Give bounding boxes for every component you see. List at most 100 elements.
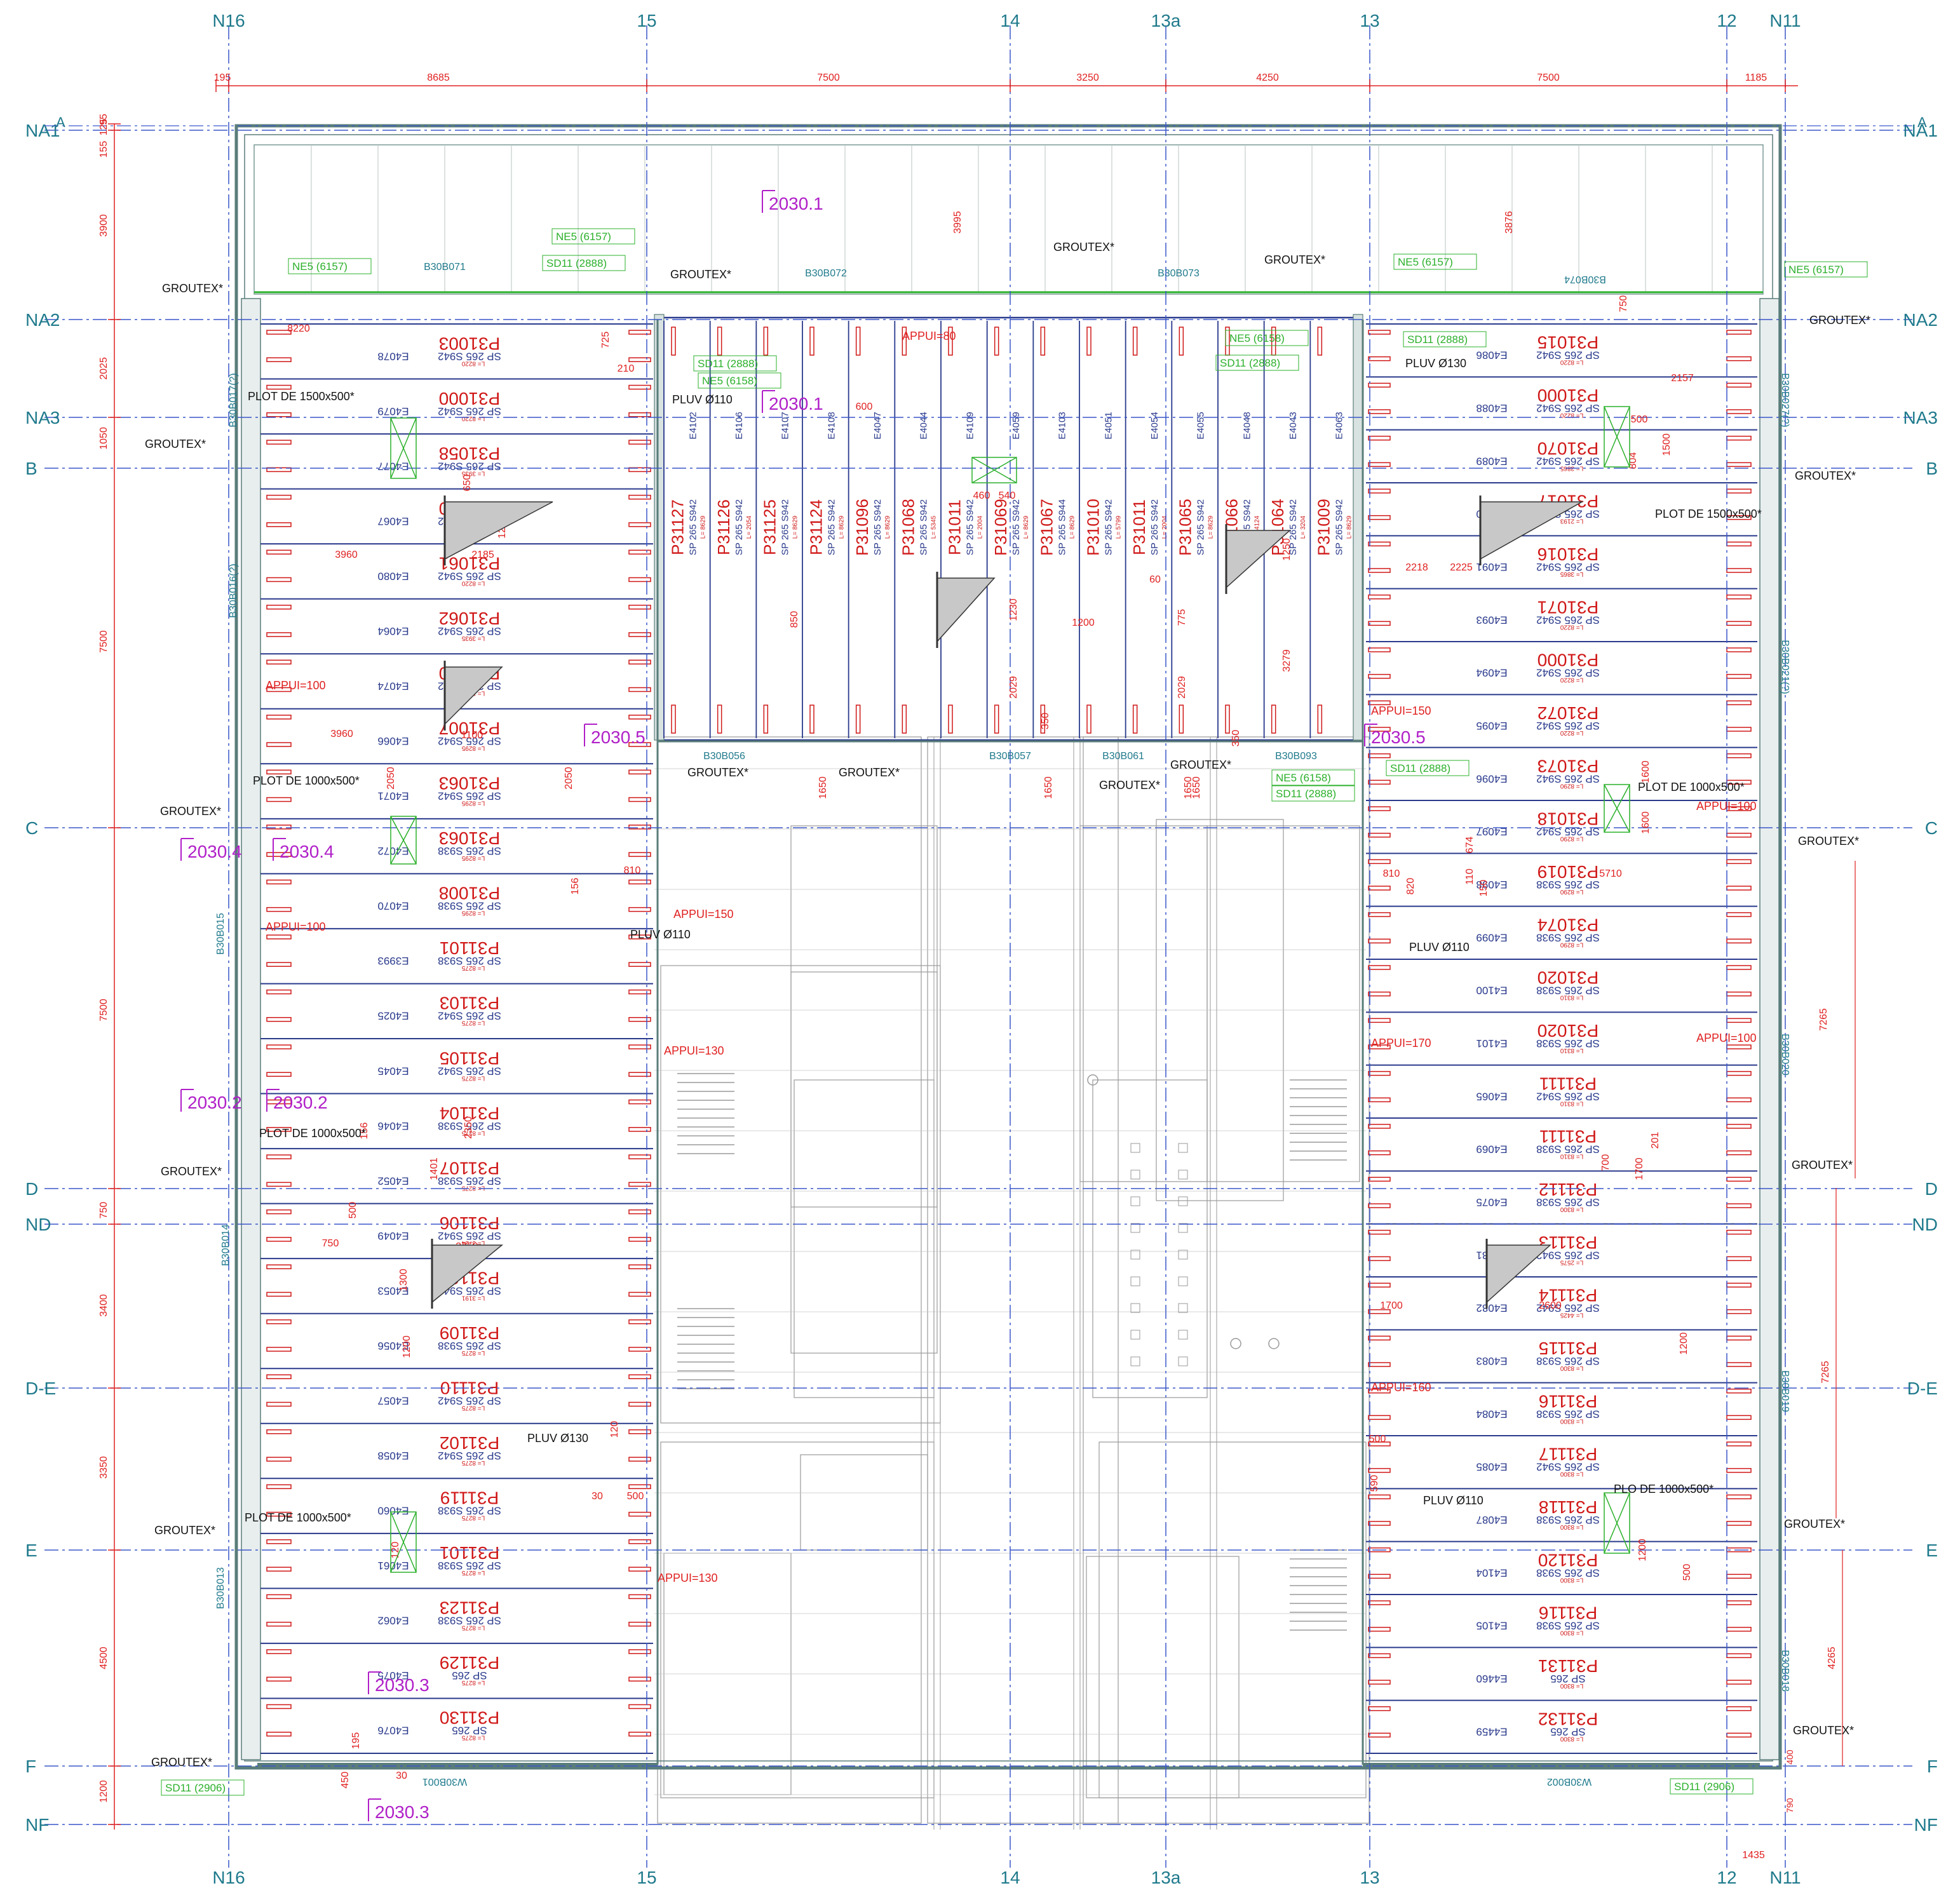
slab-id: P31000 [1538,651,1599,670]
slab-rib [266,715,292,720]
tag-frame [1271,769,1355,786]
slab-rib [266,1374,292,1379]
note-appui-100: APPUI=100 [1696,1032,1757,1044]
slab-length: L= 8220 [1560,729,1583,736]
slab-id: P31019 [1538,862,1599,882]
note-appui-170: APPUI=170 [1371,1037,1431,1049]
slab-rib [266,357,292,363]
slab-length: L= 8629 [1208,515,1215,539]
slab-rib [1225,705,1230,734]
slab-rib [266,1072,292,1077]
dim-value-left: 1200 [98,1780,109,1803]
dim-value-inner: 1300 [398,1269,409,1291]
slab-rib [628,1154,651,1159]
beam-label: B30B016(?) [228,563,239,617]
slab-spec: SP 265 S942 [964,499,975,555]
slab-rib [628,1127,651,1132]
slab-rib [948,705,953,734]
slab-spec: SP 265 S942 [1536,772,1600,785]
slab-code: E4109 [964,412,975,439]
slab-length: L= 8310 [1560,1047,1583,1054]
slab-rib [1368,938,1391,944]
dim-value-inner: 1100 [461,730,483,741]
slab-rib [628,357,651,363]
note-groutex: GROUTEX* [687,766,748,779]
slab-id: P31113 [1539,1232,1597,1252]
slab-rib [266,1319,292,1325]
slab-spec: SP 265 [452,1669,487,1682]
tag-frame [1670,1778,1754,1795]
axis-label-left: NA2 [25,310,60,330]
slab-rib [1726,1150,1752,1156]
beam-label: B30B057 [989,751,1031,762]
slab-length: L= 8275 [461,1184,485,1191]
slab-rib [266,1649,292,1654]
slab-spec: SP 265 S942 [1149,499,1160,555]
slab-id: P31063 [439,774,501,793]
slab-code: E4075 [377,1669,409,1682]
slab-id: P31102 [440,1433,499,1453]
dim-value-inner: 350 [1040,713,1051,730]
slab-rib [1368,409,1391,414]
slab-length: L= 8300 [1560,1471,1583,1478]
center-bay-wall [654,314,665,741]
slab-rib [1368,489,1391,494]
slab-code: E4067 [377,515,409,527]
beam-label: B30B021(?) [1780,640,1790,694]
slab-rib [266,1291,292,1297]
slab-id: P31124 [806,499,825,555]
slab-length: L= 5799 [1115,515,1122,539]
slab-rib [628,1182,651,1187]
slab-rib [266,1484,292,1490]
slab-length: L= 5345 [931,515,938,539]
note-groutex: GROUTEX* [1792,1159,1853,1171]
slab-code: E4075 [1476,1196,1507,1208]
axis-label-left: NA1 [25,121,60,140]
dim-value-inner: 820 [1405,878,1416,895]
dim-value-left: 95 [98,114,109,125]
slab-code: E4103 [1057,412,1068,439]
slab-rib [266,962,292,967]
slab-length: L= 8275 [461,1349,485,1356]
dim-value-inner: 2225 [1450,562,1473,573]
slab-rib [628,797,651,802]
slab-length: L= 8220 [461,415,485,422]
tag-sd11-2888: SD11 (2888) [1390,762,1450,774]
background-outline [1092,1079,1208,1398]
slab-length: L= 2004 [977,515,983,539]
slab-rib [266,1264,292,1269]
support-plot-cross [1604,406,1630,468]
slab-length: L= 8275 [461,1569,485,1576]
column-circle [1230,1338,1241,1349]
note-groutex: GROUTEX* [160,805,221,818]
small-square [1178,1330,1188,1340]
slab-length: L= 8300 [1560,1417,1583,1424]
slab-rib [628,1567,651,1572]
dim-value-inner: 460 [973,490,990,501]
small-square [1130,1356,1140,1366]
slab-rib [1368,832,1391,838]
slab-rib [628,1016,651,1022]
slab-length: L= 8275 [461,1129,485,1136]
slab-spec: SP 265 S942 [919,499,929,555]
slab-rib [266,604,292,610]
slab-spec: SP 265 [1550,1673,1585,1685]
small-square [1130,1250,1140,1260]
slab-length: L= 4124 [1254,515,1260,539]
slab-rib [628,1319,651,1325]
slab-rib [1368,435,1391,441]
slab-rib [266,1016,292,1022]
